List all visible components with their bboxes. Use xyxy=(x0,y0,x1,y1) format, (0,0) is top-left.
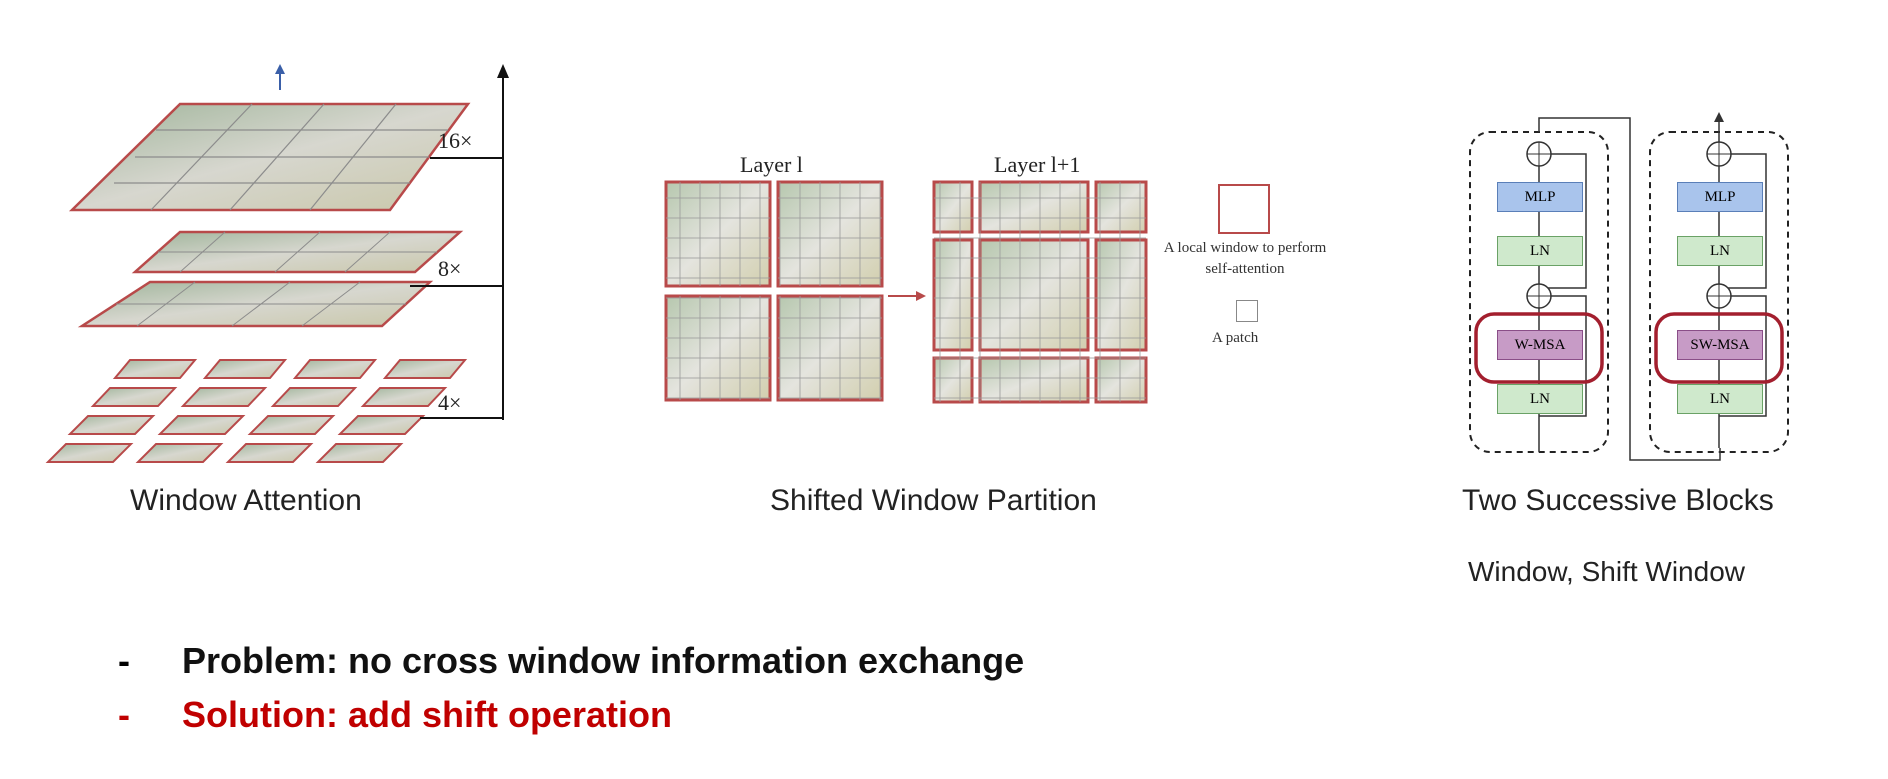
right-mlp-box: MLP xyxy=(1677,182,1763,212)
right-ln-box-mid: LN xyxy=(1677,236,1763,266)
legend-patch-text: A patch xyxy=(1212,330,1259,346)
shifted-window-caption: Shifted Window Partition xyxy=(770,484,1097,517)
window-attention-svg xyxy=(45,64,509,463)
legend-window-box xyxy=(1218,184,1270,234)
scale-label-16x: 16× xyxy=(438,128,473,153)
left-mlp-box: MLP xyxy=(1497,182,1583,212)
layer-16x xyxy=(68,102,503,212)
shifted-window-svg xyxy=(664,180,1148,404)
scale-label-4x: 4× xyxy=(438,390,462,415)
legend-patch-box xyxy=(1236,300,1258,322)
layer-l-windows xyxy=(664,180,884,402)
layer-4x xyxy=(45,359,468,463)
bullet-dash: - xyxy=(118,694,130,735)
layer-l1-label: Layer l+1 xyxy=(994,152,1081,177)
left-ln-box-mid: LN xyxy=(1497,236,1583,266)
layer-l1-windows xyxy=(932,180,1148,404)
layer-8x xyxy=(77,230,503,328)
bullet-dash: - xyxy=(118,640,130,681)
layer-l-label: Layer l xyxy=(740,152,803,177)
bullet-solution-text: Solution: add shift operation xyxy=(182,694,672,735)
left-wmsa-box: W-MSA xyxy=(1497,330,1583,360)
right-swmsa-box: SW-MSA xyxy=(1677,330,1763,360)
successive-blocks-caption: Two Successive Blocks xyxy=(1462,484,1774,517)
window-attention-caption: Window Attention xyxy=(130,484,362,517)
successive-blocks-svg xyxy=(1469,112,1789,461)
window-attention-figure: 16× 8× 4× xyxy=(30,60,530,490)
scale-label-8x: 8× xyxy=(438,256,462,281)
legend-window-text: A local window to perform self-attention xyxy=(1163,240,1327,277)
right-ln-box-bottom: LN xyxy=(1677,384,1763,414)
successive-blocks-subcaption: Window, Shift Window xyxy=(1468,556,1745,587)
left-ln-box-bottom: LN xyxy=(1497,384,1583,414)
bullet-problem-text: Problem: no cross window information exc… xyxy=(182,640,1025,681)
